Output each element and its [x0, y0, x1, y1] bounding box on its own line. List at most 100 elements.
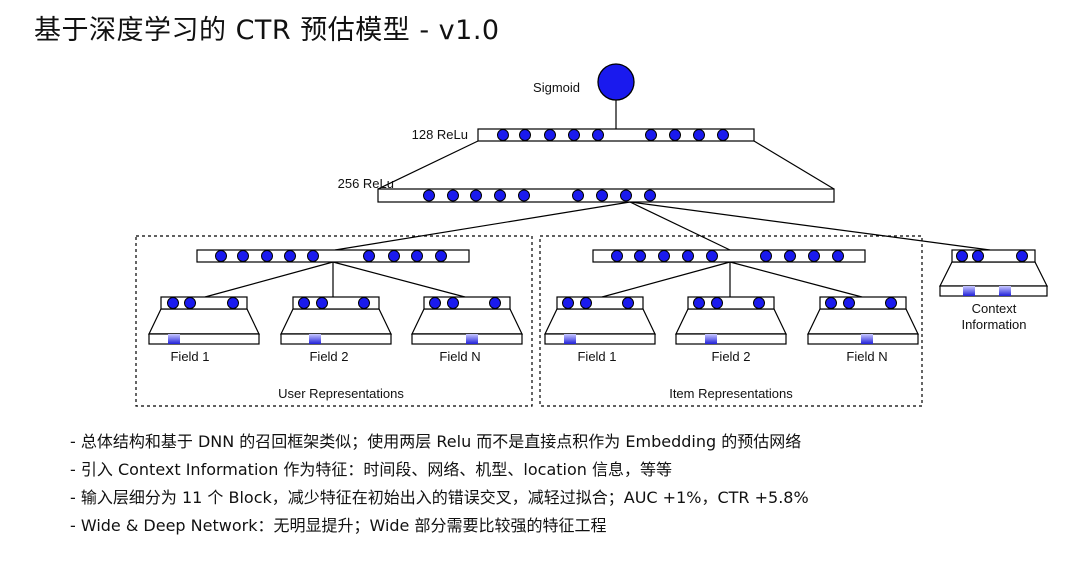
- diagram-layers: [148, 128, 1048, 345]
- note-item: - Wide & Deep Network：无明显提升；Wide 部分需要比较强…: [70, 516, 607, 535]
- layer-128-node: [519, 129, 531, 141]
- user-field-1-input-bar: [148, 333, 260, 345]
- sigmoid-label: Sigmoid: [533, 80, 580, 95]
- layer-256-node: [423, 189, 435, 202]
- layer-128-node: [669, 129, 681, 141]
- item-group-node: [634, 250, 646, 262]
- context-input-bar: [939, 285, 1048, 297]
- item-field-1-node: [580, 297, 592, 309]
- user-field-n-trapezoid: [411, 308, 523, 335]
- user-group-node: [284, 250, 296, 262]
- item-group-node: [706, 250, 718, 262]
- layer-128-node: [645, 129, 657, 141]
- item-field-2-label: Field 2: [711, 349, 750, 364]
- user-field-2-input-bar: [280, 333, 392, 345]
- item-group-node: [808, 250, 820, 262]
- user-group-node: [215, 250, 227, 262]
- layer-128-node: [544, 129, 556, 141]
- context-embedding: [999, 286, 1011, 296]
- item-group-node: [760, 250, 772, 262]
- item-field-1-bar: [556, 296, 644, 310]
- user-field-1-node: [227, 297, 239, 309]
- item-field-n-trapezoid: [807, 308, 919, 335]
- user-field-n-embedding: [466, 334, 478, 344]
- user-group-node: [363, 250, 375, 262]
- item-field-1-input-bar: [544, 333, 656, 345]
- layer-256-node: [596, 189, 608, 202]
- user-field-n-label: Field N: [439, 349, 480, 364]
- item-field-1-trapezoid: [544, 308, 656, 335]
- context-bar: [951, 249, 1036, 263]
- layer-128-node: [592, 129, 604, 141]
- item-field-1-label: Field 1: [577, 349, 616, 364]
- item-group-node: [611, 250, 623, 262]
- layer-256-node: [470, 189, 482, 202]
- user-field-n-node: [447, 297, 459, 309]
- item-field-2-trapezoid: [675, 308, 787, 335]
- layer-256-node: [518, 189, 530, 202]
- item-group-node: [832, 250, 844, 262]
- item-field-n-node: [885, 297, 897, 309]
- item-group-node: [658, 250, 670, 262]
- ctr-model-diagram: Sigmoid 128 ReLu 256 ReLu User Represent…: [135, 63, 1048, 407]
- item-field-2-node: [711, 297, 723, 309]
- layer-256-node: [644, 189, 656, 202]
- item-field-2-node: [693, 297, 705, 309]
- layer-128-node: [497, 129, 509, 141]
- user-field-1-trapezoid: [148, 308, 260, 335]
- item-group-node: [682, 250, 694, 262]
- item-field-1-embedding: [564, 334, 576, 344]
- note-item: - 引入 Context Information 作为特征：时间段、网络、机型、…: [70, 460, 672, 479]
- user-group-node: [237, 250, 249, 262]
- layer-256-label: 256 ReLu: [338, 176, 394, 191]
- item-field-2-embedding: [705, 334, 717, 344]
- user-field-1-bar: [160, 296, 248, 310]
- layer-256-node: [494, 189, 506, 202]
- layer-128-label: 128 ReLu: [412, 127, 468, 142]
- context-node: [1016, 250, 1028, 262]
- item-field-n-node: [825, 297, 837, 309]
- user-field-1-node: [184, 297, 196, 309]
- layer-256-node: [572, 189, 584, 202]
- item-group-top-bar: [592, 249, 866, 263]
- user-group-node: [388, 250, 400, 262]
- item-field-1-node: [562, 297, 574, 309]
- context-label-line2: Information: [961, 317, 1026, 332]
- item-group-node: [784, 250, 796, 262]
- user-field-1-node: [167, 297, 179, 309]
- item-field-n-bar: [819, 296, 907, 310]
- page-title: 基于深度学习的 CTR 预估模型 - v1.0: [34, 15, 500, 46]
- user-group-node: [411, 250, 423, 262]
- context-node: [972, 250, 984, 262]
- item-representations-label: Item Representations: [669, 386, 793, 401]
- notes-list: - 总体结构和基于 DNN 的召回框架类似；使用两层 Relu 而不是直接点积作…: [70, 428, 809, 540]
- item-field-2-input-bar: [675, 333, 787, 345]
- user-field-n-bar: [423, 296, 511, 310]
- layer-128-node: [717, 129, 729, 141]
- layer-256-node: [447, 189, 459, 202]
- context-node: [956, 250, 968, 262]
- user-field-1-embedding: [168, 334, 180, 344]
- user-field-2-trapezoid: [280, 308, 392, 335]
- user-field-2-node: [316, 297, 328, 309]
- item-field-n-node: [843, 297, 855, 309]
- user-group-node: [261, 250, 273, 262]
- layer-128-node: [568, 129, 580, 141]
- user-representations-box: [135, 235, 533, 407]
- note-item: - 输入层细分为 11 个 Block，减少特征在初始出入的错误交叉，减轻过拟合…: [70, 488, 809, 507]
- item-field-n-label: Field N: [846, 349, 887, 364]
- user-field-2-node: [358, 297, 370, 309]
- user-field-2-embedding: [309, 334, 321, 344]
- context-embedding: [963, 286, 975, 296]
- user-field-2-node: [298, 297, 310, 309]
- context-trapezoid: [939, 261, 1048, 287]
- user-field-n-node: [489, 297, 501, 309]
- item-field-n-embedding: [861, 334, 873, 344]
- user-group-node: [435, 250, 447, 262]
- item-field-2-bar: [687, 296, 775, 310]
- context-label-line1: Context: [972, 301, 1017, 316]
- layer-256-node: [620, 189, 632, 202]
- sigmoid-node: [597, 63, 635, 101]
- note-item: - 总体结构和基于 DNN 的召回框架类似；使用两层 Relu 而不是直接点积作…: [70, 432, 802, 451]
- user-field-n-node: [429, 297, 441, 309]
